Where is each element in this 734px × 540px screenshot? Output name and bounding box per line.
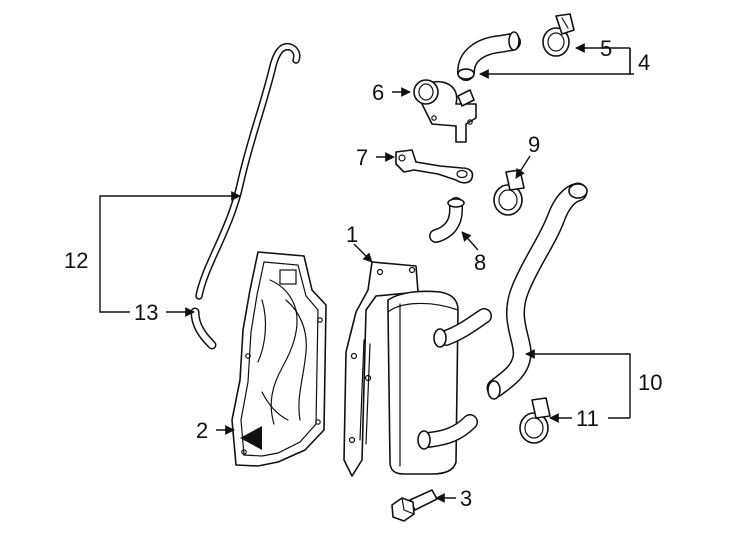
elbow-pipe-part-4 — [457, 31, 521, 81]
callout-6: 6 — [372, 80, 384, 105]
leader-lines — [99, 43, 634, 503]
small-hose-part-13 — [190, 307, 217, 350]
bolt-part-3 — [391, 489, 438, 522]
leader-12 — [99, 191, 241, 260]
clamp-part-11 — [519, 397, 551, 444]
leader-9 — [515, 155, 531, 179]
callout-3: 3 — [460, 486, 472, 511]
callout-1: 1 — [346, 222, 358, 247]
callout-9: 9 — [528, 132, 540, 157]
coolant-hose-part-10 — [486, 182, 588, 400]
housing-part-6 — [413, 79, 477, 143]
leader-10 — [525, 349, 631, 382]
clamp-part-9 — [493, 169, 525, 216]
bracket-part-7 — [395, 149, 474, 184]
clamp-part-5 — [542, 13, 575, 57]
callout-7: 7 — [356, 145, 368, 170]
callout-8: 8 — [474, 250, 486, 275]
leader-8 — [461, 231, 479, 251]
callout-labels: 1 2 3 4 5 6 7 8 9 10 11 12 13 — [64, 36, 662, 511]
callout-12: 12 — [64, 248, 88, 273]
callout-4: 4 — [638, 50, 650, 75]
vent-hose-part-12 — [195, 42, 301, 300]
callout-10: 10 — [638, 370, 662, 395]
callout-11: 11 — [576, 406, 599, 431]
callout-13: 13 — [134, 300, 158, 325]
leader-12-bracket — [99, 260, 130, 313]
oil-cooler-part-1 — [343, 261, 492, 477]
leader-4-bracket — [629, 48, 634, 75]
leader-1 — [353, 243, 373, 263]
small-elbow-part-8 — [429, 197, 465, 243]
callout-5: 5 — [600, 36, 612, 61]
gasket-part-2 — [231, 251, 327, 467]
callout-2: 2 — [196, 418, 208, 443]
